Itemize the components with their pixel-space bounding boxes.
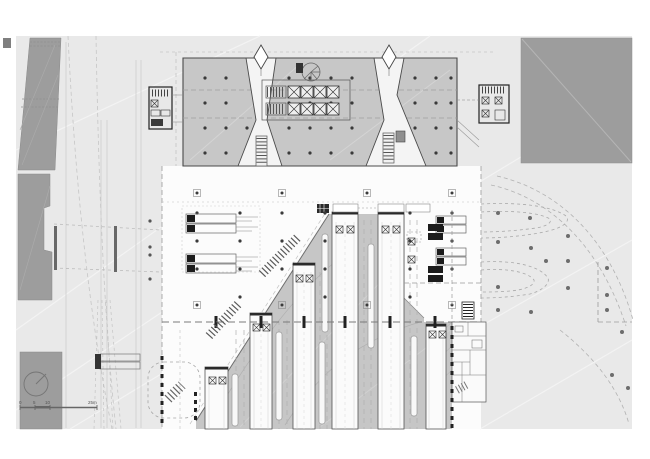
scale-bar: 0 5 10 25m — [19, 400, 98, 410]
spiral-ramp-icon — [296, 62, 321, 82]
scale-label-10: 10 — [45, 400, 51, 405]
platform-edge-bar — [54, 226, 57, 270]
stair-core-west — [148, 86, 183, 130]
platform-6 — [425, 323, 447, 430]
canopy — [377, 203, 405, 213]
east-rooms — [451, 321, 487, 403]
escalator-pair — [185, 213, 258, 234]
trains — [231, 233, 418, 427]
escalator-pair — [95, 353, 141, 370]
hairpin-road — [480, 261, 549, 299]
upper-building — [182, 44, 458, 167]
escalator-pair — [185, 253, 258, 274]
elevator-core — [261, 79, 351, 121]
void-atrium-1 — [237, 57, 283, 167]
turnaround-area — [95, 353, 201, 419]
small-block — [3, 38, 11, 48]
stair-east — [461, 301, 475, 320]
canopy — [405, 203, 431, 213]
void-escalator — [382, 130, 406, 164]
rail-yard-roads — [53, 35, 177, 430]
escalator-bank-northwest — [181, 205, 261, 274]
stair-hatch — [455, 380, 470, 394]
wall-dashes — [160, 326, 454, 428]
service-strip — [406, 210, 475, 322]
void-atrium-2 — [365, 57, 427, 167]
platform-5 — [204, 366, 229, 430]
hairpin-road — [480, 203, 568, 239]
scale-label-25m: 25m — [88, 400, 97, 405]
platform-4 — [249, 312, 273, 430]
vent-grid-icon — [317, 204, 329, 213]
void-escalator — [255, 135, 268, 167]
scale-label-5: 5 — [33, 400, 36, 405]
shaft — [296, 63, 303, 73]
turning-circle — [23, 371, 49, 397]
platform-3 — [292, 262, 316, 430]
block-southwest — [19, 351, 63, 430]
platform-edge-bar — [114, 226, 117, 272]
escalator-pair — [435, 247, 467, 266]
east-forecourt — [480, 175, 634, 425]
adjacent-buildings — [3, 37, 633, 430]
signal-dots — [148, 219, 152, 281]
block-diagonal — [521, 38, 632, 163]
canopy — [332, 203, 359, 213]
scale-label-0: 0 — [19, 400, 22, 405]
stair-core-east — [456, 84, 510, 148]
block-northwest — [17, 37, 62, 171]
section-gridline — [162, 282, 481, 328]
